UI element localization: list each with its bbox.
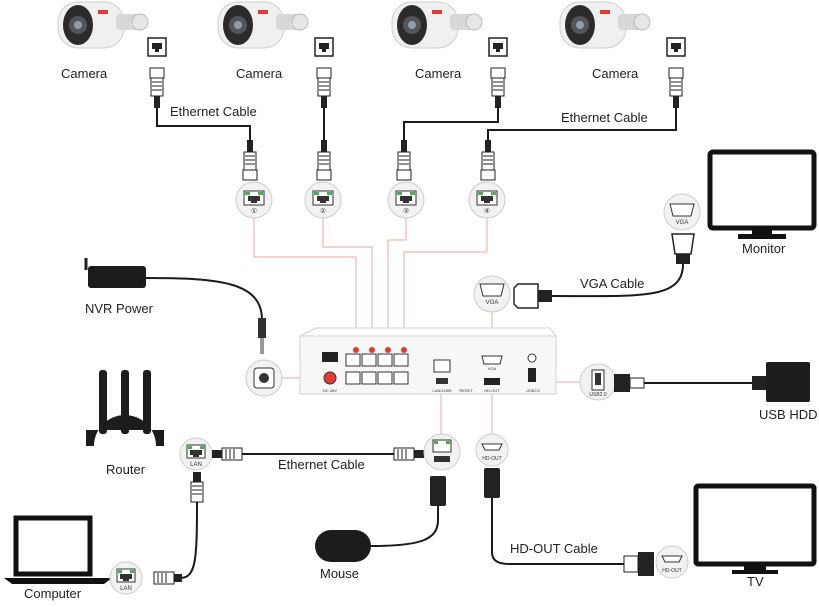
hdout-tv-tag: HD-OUT (662, 568, 681, 574)
nvr-hdout-label: HD OUT (484, 388, 500, 393)
poe-tag-1: ① (251, 207, 257, 215)
lan-nvr-port (423, 433, 461, 471)
hdout-tag: HD-OUT (482, 456, 501, 462)
label-camera-4: Camera (592, 66, 639, 81)
lan-computer-tag: LAN (120, 586, 132, 592)
usb-cable-hdd (614, 362, 810, 402)
ethernet-cable-router-computer (153, 472, 204, 585)
label-ethernet-cable-right: Ethernet Cable (561, 110, 648, 125)
camera-1 (57, 1, 149, 49)
line-poe-2 (322, 218, 373, 350)
nvr-reset-label: RESET (459, 388, 473, 393)
ethernet-cable-router-nvr (212, 447, 424, 461)
usb-hdd-device (766, 362, 810, 402)
nvr-power-adapter (84, 258, 266, 354)
label-mouse: Mouse (320, 566, 360, 581)
label-camera-3: Camera (415, 66, 462, 81)
tv (693, 483, 817, 574)
ethernet-cables-top (156, 108, 677, 140)
poe-port-1 (235, 181, 273, 219)
vga-nvr-tag: VGA (486, 300, 499, 306)
nvr-usb-label: USB2.0 (526, 388, 541, 393)
line-poe-1 (253, 218, 357, 350)
camera-jack-2 (314, 37, 334, 57)
nvr-vga-label: VGA (488, 366, 497, 371)
camera-4 (559, 1, 651, 49)
camera-jack-1 (147, 37, 167, 57)
router (86, 370, 164, 446)
line-poe-3 (387, 218, 407, 350)
rj45-plugs-top (149, 67, 684, 181)
nvr-lan-label: LAN/100M (433, 388, 452, 393)
label-monitor: Monitor (742, 241, 786, 256)
camera-2 (217, 1, 309, 49)
hdout-cable (484, 468, 654, 576)
camera-3 (391, 1, 483, 49)
hdout-tv-port: HD-OUT (655, 545, 689, 579)
poe-port-icons: ① ② ③ ④ (235, 181, 506, 219)
usb-port-icon: USB2.0 (579, 363, 617, 401)
hdout-port-icon: HD-OUT (475, 433, 509, 467)
dc-power-port (245, 359, 283, 397)
nvr-device: DC 48V LAN/100M RESET VGA HD OUT USB2.0 (299, 327, 557, 395)
nvr-dc-in (323, 371, 337, 385)
poe-tag-3: ③ (403, 207, 409, 215)
label-hd-out-cable: HD-OUT Cable (510, 541, 598, 556)
poe-port-2 (304, 181, 342, 219)
usb-tag: USB2.0 (589, 392, 606, 398)
label-camera-2: Camera (236, 66, 283, 81)
label-router: Router (106, 462, 146, 477)
label-usb-hdd: USB HDD (759, 407, 818, 422)
line-poe-4 (403, 218, 488, 350)
vga-plug-monitor (671, 233, 695, 264)
nvr-dc-label: DC 48V (323, 388, 337, 393)
label-vga-cable: VGA Cable (580, 276, 645, 291)
vga-monitor-port: VGA (663, 193, 701, 231)
laptop (4, 515, 112, 584)
camera-jack-3 (488, 37, 508, 57)
poe-tag-2: ② (320, 207, 326, 215)
camera-jack-4 (666, 37, 686, 57)
vga-cable (551, 263, 684, 298)
nvr-poe-ports (345, 353, 409, 385)
lan-router-tag: LAN (190, 462, 202, 468)
label-tv: TV (747, 574, 764, 589)
poe-port-4 (468, 181, 506, 219)
label-ethernet-cable-top: Ethernet Cable (170, 104, 257, 119)
lan-router-port: LAN (179, 437, 213, 471)
monitor (707, 149, 817, 239)
label-computer: Computer (24, 586, 82, 601)
poe-tag-4: ④ (484, 207, 490, 215)
label-nvr-power: NVR Power (85, 301, 153, 316)
vga-plug-nvr (513, 283, 552, 309)
vga-monitor-tag: VGA (676, 220, 689, 226)
lan-computer-port: LAN (109, 561, 143, 595)
vga-nvr-port: VGA (473, 275, 511, 313)
mouse (315, 476, 446, 562)
label-ethernet-cable-bottom: Ethernet Cable (278, 457, 365, 472)
label-camera-1: Camera (61, 66, 108, 81)
poe-port-3 (387, 181, 425, 219)
camera-jacks (147, 37, 686, 57)
